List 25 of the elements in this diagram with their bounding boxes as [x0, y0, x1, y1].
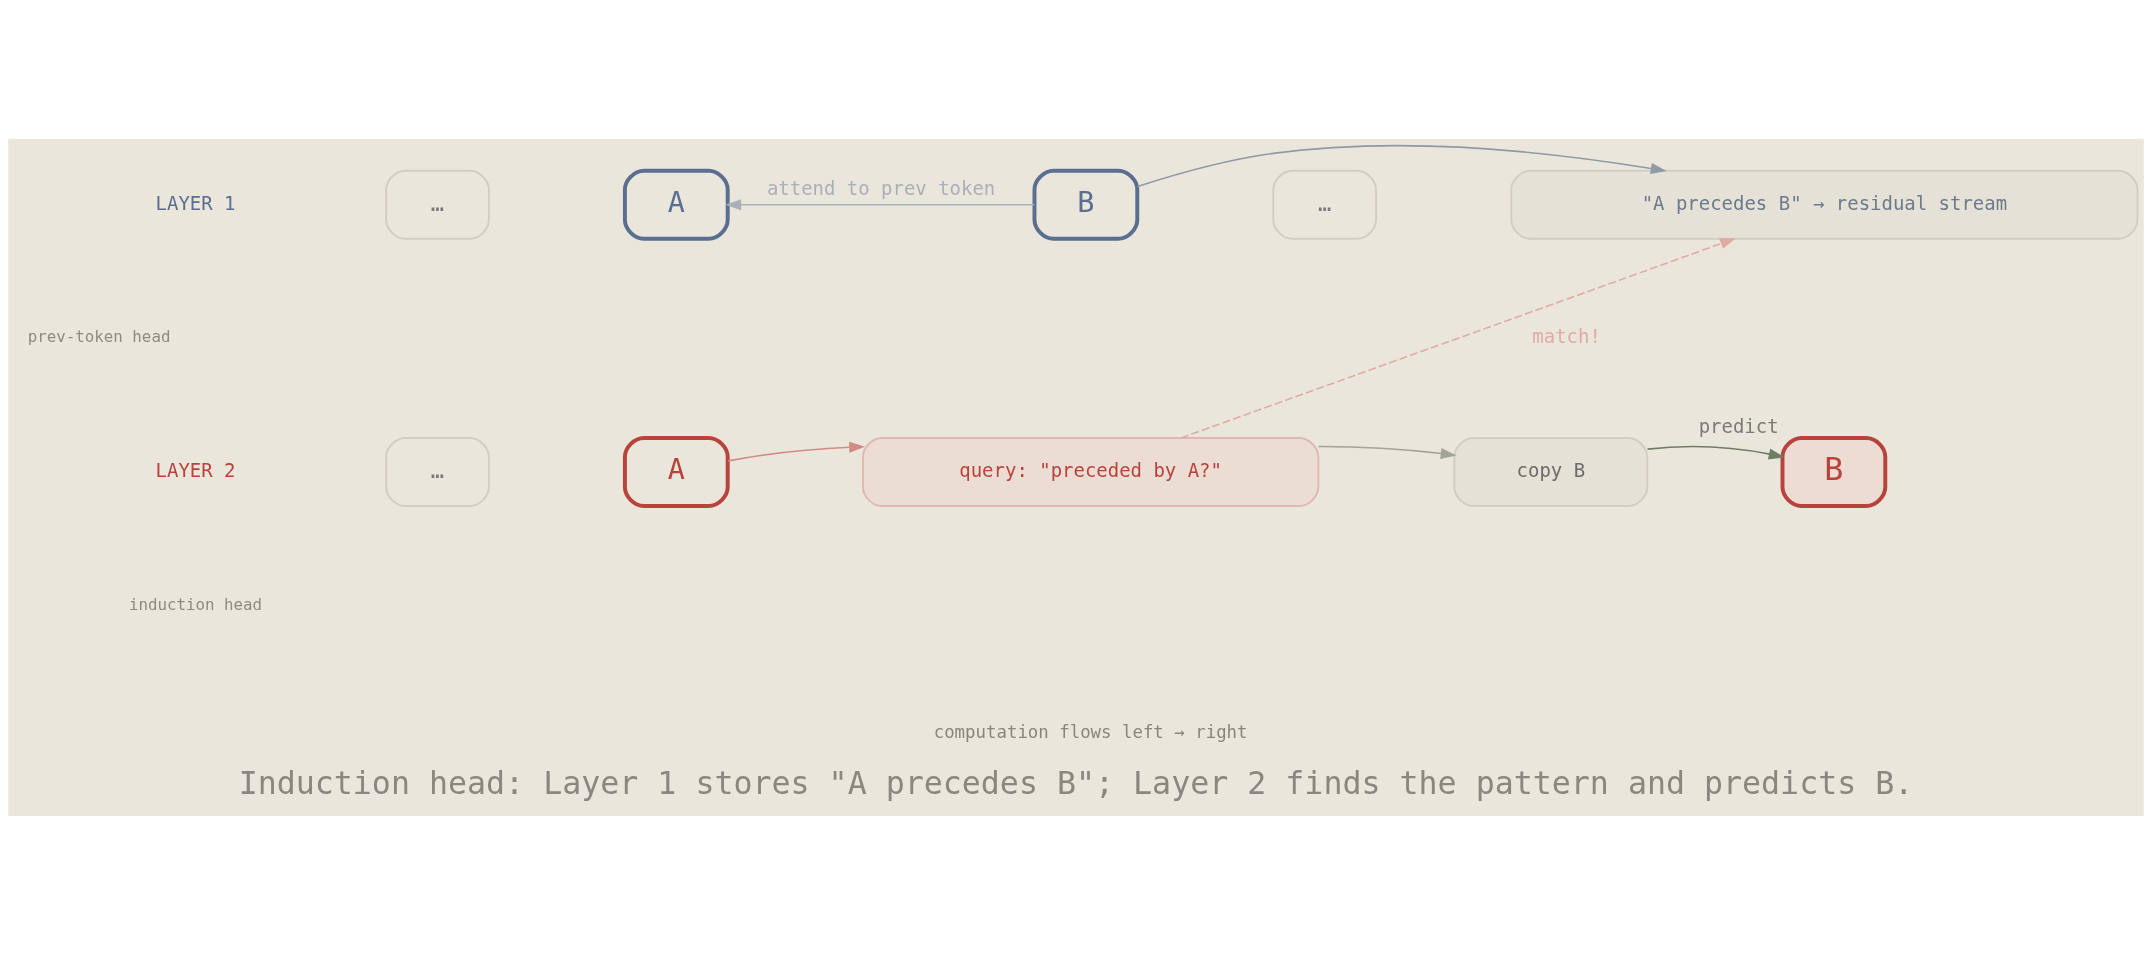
- node-box: query: "preceded by A?": [861, 436, 1320, 507]
- edge-label: match!: [1532, 324, 1601, 347]
- caption: Induction head: Layer 1 stores "A precedes B"; Layer 2 finds the pattern and predicts B.: [238, 764, 1914, 801]
- edge-label: attend to prev token: [766, 176, 996, 199]
- label: LAYER 2: [155, 458, 236, 481]
- node-box: …: [385, 436, 490, 507]
- arrow: [1136, 144, 1667, 187]
- node-label: predict: [1698, 414, 1779, 437]
- node-box: …: [385, 169, 490, 240]
- label: LAYER 1: [155, 191, 236, 214]
- node-box: A: [622, 168, 730, 241]
- arrow: [725, 198, 1036, 210]
- label: prev-token head: [27, 326, 171, 346]
- node-box: B: [1780, 435, 1888, 508]
- arrow: [1317, 445, 1457, 459]
- node-box: "A precedes B" → residual stream: [1510, 169, 2139, 240]
- label: computation flows left → right: [933, 721, 1248, 742]
- arrow: [1646, 445, 1785, 459]
- node-box: copy B: [1453, 436, 1649, 507]
- arrow: [727, 441, 865, 462]
- node-box: B: [1032, 168, 1140, 241]
- label: induction head: [128, 594, 263, 614]
- arrow: [1180, 237, 1736, 439]
- node-box: …: [1272, 169, 1377, 240]
- node-box: A: [622, 435, 730, 508]
